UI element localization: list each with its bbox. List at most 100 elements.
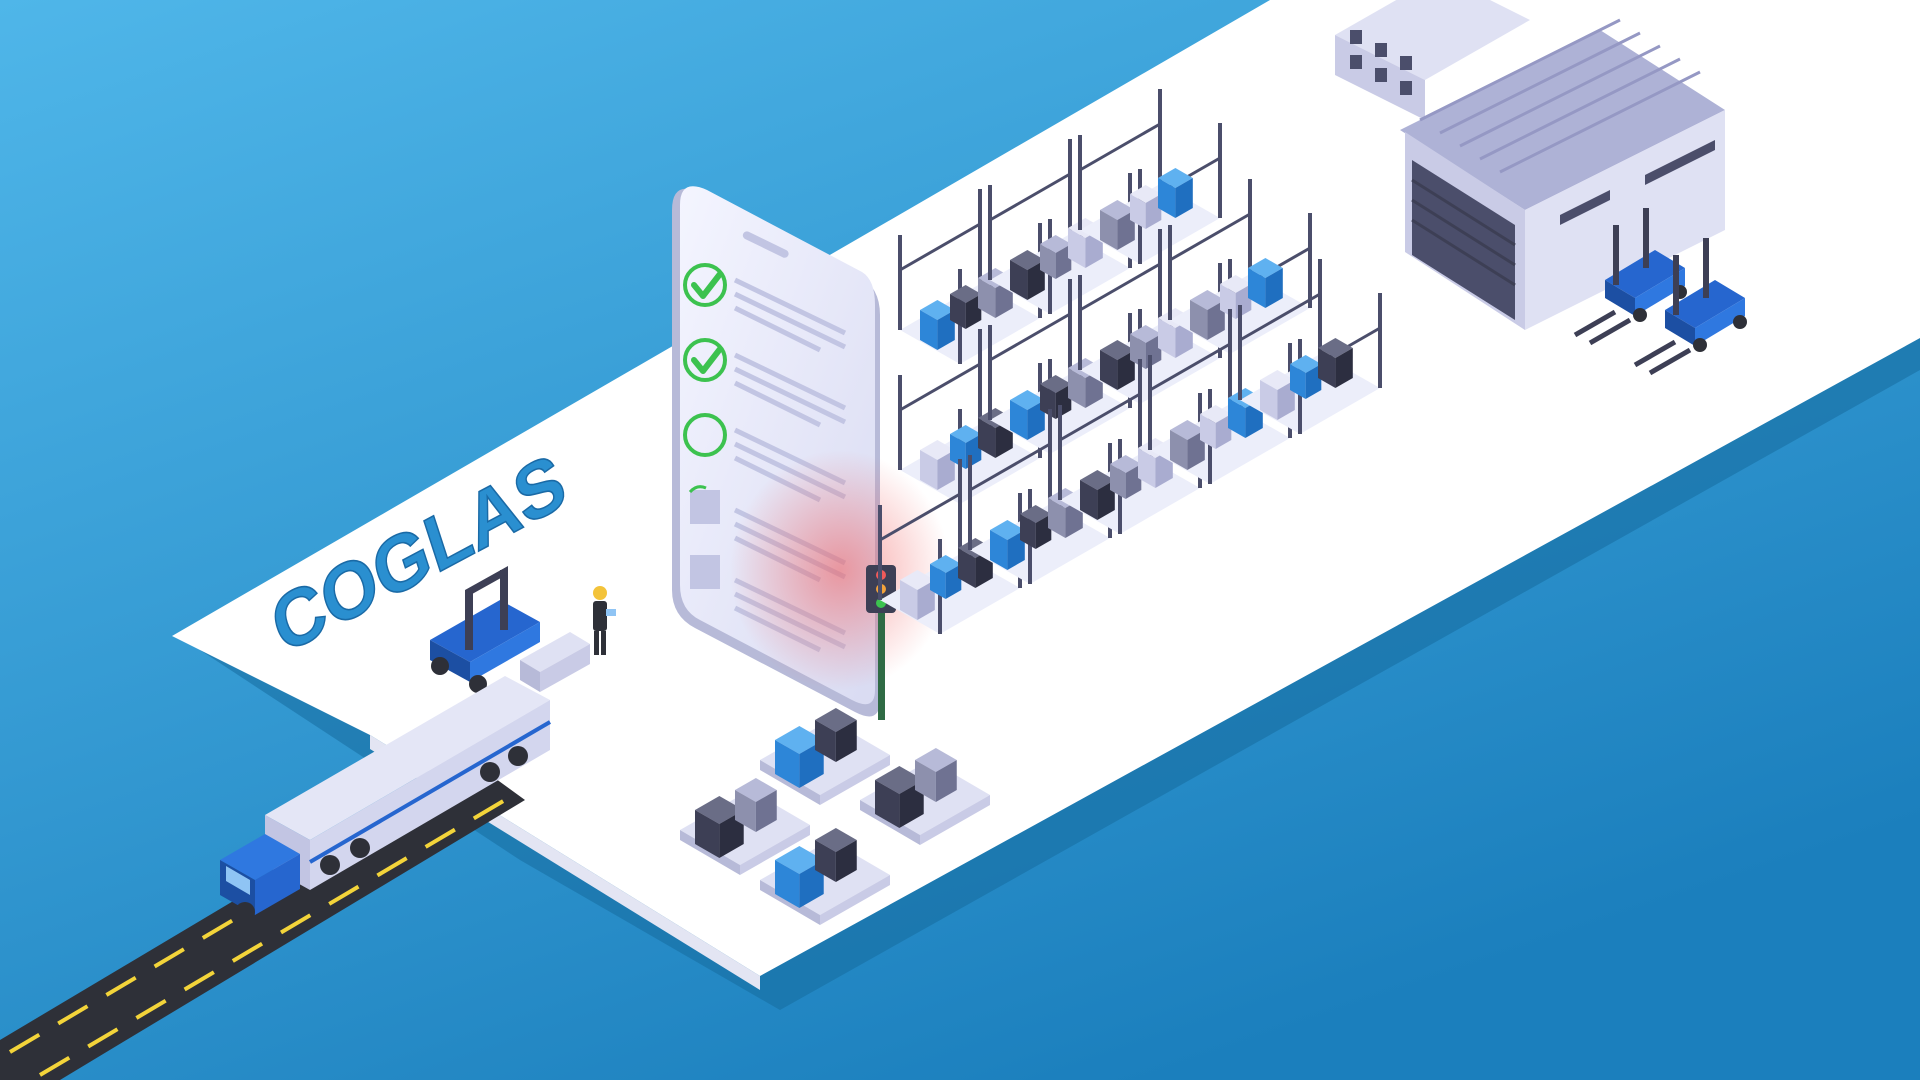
rack-beam [1239,292,1321,342]
box-side [1130,194,1146,229]
box-side [1040,244,1056,279]
box-side [1048,498,1066,538]
box-top [1190,290,1225,310]
rack-beam [989,172,1071,222]
box-side [1035,514,1052,549]
box-side [1265,268,1283,308]
rack-beam [899,222,981,272]
box-side [958,548,976,588]
forklift-building-2 [1633,238,1747,376]
box-side [815,840,836,882]
rack-row-back [878,89,1382,634]
box-side [930,564,946,599]
forklift-building-1 [1573,208,1687,346]
box-side [1055,244,1072,279]
box-side [915,760,936,802]
box-top [1100,340,1135,360]
box-side [1125,464,1142,499]
box-side [1138,448,1156,488]
box-side [920,310,938,350]
box-side [978,418,996,458]
box-side [920,450,938,490]
rack-beam [989,312,1071,362]
rack-beam [899,362,981,412]
box-side [1145,194,1162,229]
box-side [1335,348,1353,388]
box-side [1158,178,1176,218]
box-side [1260,380,1278,420]
box-side [1100,210,1118,250]
rack-beam [879,492,961,542]
box-side [875,780,900,828]
box-side [815,720,836,762]
box-side [835,720,857,762]
delivery-truck [220,676,552,922]
box-side [755,790,777,832]
box-side [1290,364,1306,399]
box-side [899,780,924,828]
box-side [695,810,720,858]
box-side [1305,364,1322,399]
pallet [760,708,890,805]
pallet-base [820,875,890,925]
storage-rack [1078,89,1222,264]
box-side [1228,398,1246,438]
box-side [1248,268,1266,308]
rack-beam [1079,262,1161,312]
box-side [1170,430,1188,470]
circle-icon [683,413,727,457]
box-side [1200,414,1216,449]
box-side [1190,300,1208,340]
pallet [760,828,890,925]
box-side [1158,318,1176,358]
box-side [978,278,996,318]
forklift-front [430,566,590,693]
box-top [1170,420,1205,440]
box-side [950,294,966,329]
box-side [1010,400,1028,440]
rack-beam [1149,342,1231,392]
box-side [935,760,957,802]
checklist-item-1 [683,263,847,353]
rack-beam [1079,122,1161,172]
box-side [990,530,1008,570]
check-icon [683,338,727,382]
alert-glow [730,450,950,690]
check-icon [683,263,727,307]
box-side [835,840,857,882]
box-top [1248,258,1283,278]
box-top [1260,370,1295,390]
pallet [860,748,990,845]
checklist-item-2 [683,338,847,428]
box-side [945,564,962,599]
pallet-base [740,825,810,875]
rack-beam [1059,392,1141,442]
box-side [1110,464,1126,499]
box-top [1318,338,1353,358]
box-side [1020,514,1036,549]
rack-beam [969,442,1051,492]
box-side [799,860,824,908]
box-side [1080,480,1098,520]
box-top [1080,470,1115,490]
box-side [1215,414,1232,449]
box-side [719,810,744,858]
box-top [1158,168,1193,188]
box-top [1100,200,1135,220]
storage-rack [878,459,1022,634]
worker-figure [593,586,616,655]
box-side [1068,368,1086,408]
box-side [1010,260,1028,300]
box-side [735,790,756,832]
storage-rack [968,409,1112,584]
box-side [965,294,982,329]
pallet-base [820,755,890,805]
box-side [775,860,800,908]
rack-beam [1169,212,1251,262]
box-side [1068,228,1086,268]
box-side [1175,178,1193,218]
box-side [775,740,800,788]
storage-rack [1238,259,1382,434]
